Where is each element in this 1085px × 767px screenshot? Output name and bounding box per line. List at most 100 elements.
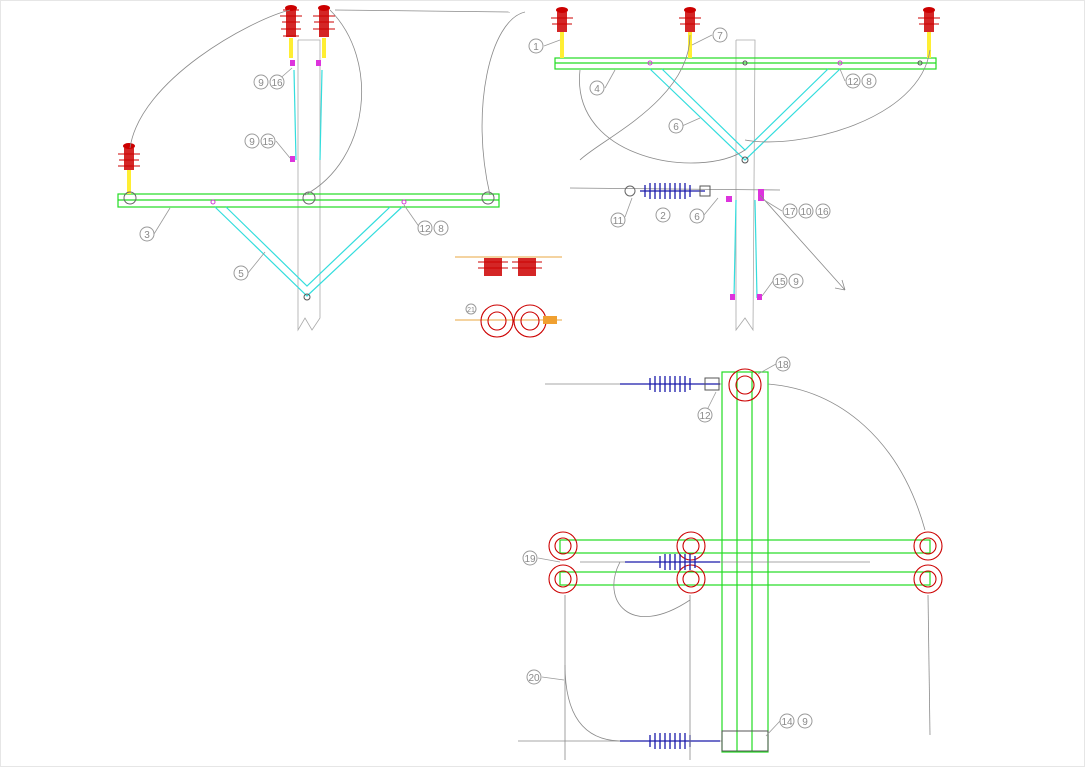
right-crossarm xyxy=(554,57,937,70)
left-crossarm-bolts xyxy=(123,191,495,205)
callout-bubble: 11 xyxy=(610,212,626,228)
callout-bubble: 1 xyxy=(528,38,544,54)
callout-bubble: 12 xyxy=(417,220,433,236)
callout-bubble: 21 xyxy=(465,303,477,315)
callout-bubble: 10 xyxy=(798,203,814,219)
callout-bubble: 8 xyxy=(861,73,877,89)
svg-text:9: 9 xyxy=(249,137,255,148)
svg-text:7: 7 xyxy=(717,31,723,42)
callout-leaders xyxy=(153,34,846,737)
plan-horizontal-arms xyxy=(559,539,931,586)
callout-bubble: 15 xyxy=(260,133,276,149)
insulator-icon xyxy=(551,7,573,58)
callouts-plan-view: 18 12 19 20 14 9 xyxy=(522,356,813,729)
svg-text:3: 3 xyxy=(144,230,150,241)
small-insulator-detail xyxy=(455,256,562,338)
insulator-top-view-icon xyxy=(480,304,557,338)
callout-bubble: 16 xyxy=(269,74,285,90)
svg-text:4: 4 xyxy=(594,84,600,95)
insulator-icon xyxy=(918,7,940,58)
svg-text:16: 16 xyxy=(271,78,283,89)
insulator-icon xyxy=(478,258,508,276)
left-top-insulators xyxy=(280,5,335,58)
svg-text:9: 9 xyxy=(802,717,808,728)
svg-text:21: 21 xyxy=(467,307,475,314)
callout-bubble: 4 xyxy=(589,80,605,96)
callout-bubble: 2 xyxy=(655,207,671,223)
left-brace xyxy=(214,206,403,301)
insulator-icon xyxy=(512,258,542,276)
insulator-top-view-icon xyxy=(548,564,578,594)
right-suspension-insulator xyxy=(569,183,846,300)
callouts-left-view: 9 16 9 15 3 5 12 8 xyxy=(139,74,449,281)
insulator-top-view-icon xyxy=(548,531,578,561)
callouts-small-detail: 21 xyxy=(465,303,477,315)
callout-bubble: 18 xyxy=(775,356,791,372)
callout-bubble: 9 xyxy=(788,273,804,289)
insulator-icon xyxy=(118,143,140,194)
callout-bubble: 9 xyxy=(253,74,269,90)
callout-bubble: 12 xyxy=(697,407,713,423)
callout-bubble: 20 xyxy=(526,669,542,685)
plan-insulators xyxy=(548,368,943,594)
callout-bubble: 9 xyxy=(244,133,260,149)
svg-text:19: 19 xyxy=(524,554,536,565)
svg-text:15: 15 xyxy=(262,137,274,148)
svg-text:11: 11 xyxy=(613,216,624,227)
svg-text:1: 1 xyxy=(533,42,539,53)
plan-suspension-top xyxy=(545,376,722,392)
svg-text:14: 14 xyxy=(781,717,793,728)
svg-text:9: 9 xyxy=(258,78,264,89)
insulator-top-view-icon xyxy=(913,531,943,561)
svg-text:9: 9 xyxy=(793,277,799,288)
callout-bubble: 7 xyxy=(712,27,728,43)
svg-text:12: 12 xyxy=(699,411,711,422)
insulator-icon xyxy=(679,7,701,58)
callout-bubble: 12 xyxy=(845,73,861,89)
svg-text:17: 17 xyxy=(784,207,796,218)
right-pole-view xyxy=(551,7,940,332)
left-wires xyxy=(129,9,526,196)
svg-text:6: 6 xyxy=(694,212,700,223)
svg-text:2: 2 xyxy=(660,211,666,222)
plan-wires xyxy=(564,383,931,760)
insulator-top-view-icon xyxy=(913,564,943,594)
left-vertical-bracket xyxy=(290,60,323,162)
callout-bubble: 17 xyxy=(782,203,798,219)
insulator-icon xyxy=(280,5,302,58)
svg-text:8: 8 xyxy=(438,224,444,235)
callout-bubble: 6 xyxy=(668,118,684,134)
svg-text:18: 18 xyxy=(777,360,789,371)
svg-text:20: 20 xyxy=(528,673,540,684)
left-pole-view xyxy=(117,5,526,332)
callout-bubble: 15 xyxy=(772,273,788,289)
right-brace xyxy=(649,68,841,164)
plan-suspension-middle xyxy=(580,554,870,570)
svg-text:10: 10 xyxy=(800,207,812,218)
right-wires xyxy=(579,34,931,164)
callout-bubble: 9 xyxy=(797,713,813,729)
callout-bubble: 6 xyxy=(689,208,705,224)
insulator-top-view-icon xyxy=(676,564,706,594)
callout-bubble: 5 xyxy=(233,265,249,281)
insulator-top-view-icon xyxy=(676,531,706,561)
left-pole xyxy=(297,39,321,332)
callout-bubble: 19 xyxy=(522,550,538,566)
svg-text:15: 15 xyxy=(774,277,786,288)
svg-text:16: 16 xyxy=(817,207,829,218)
svg-text:8: 8 xyxy=(866,77,872,88)
svg-text:12: 12 xyxy=(419,224,431,235)
insulator-icon xyxy=(313,5,335,58)
right-pole xyxy=(735,39,756,332)
insulator-top-view-icon xyxy=(728,368,762,402)
svg-text:12: 12 xyxy=(847,77,859,88)
plan-view xyxy=(518,368,943,760)
svg-text:5: 5 xyxy=(238,269,244,280)
callouts-top-right-view: 1 7 4 12 8 6 11 2 6 17 10 16 15 9 xyxy=(528,27,877,289)
plan-suspension-bottom xyxy=(518,730,769,752)
right-crossarm-bolts xyxy=(647,60,923,66)
callout-bubble: 8 xyxy=(433,220,449,236)
callout-bubble: 14 xyxy=(779,713,795,729)
callout-bubble: 16 xyxy=(815,203,831,219)
